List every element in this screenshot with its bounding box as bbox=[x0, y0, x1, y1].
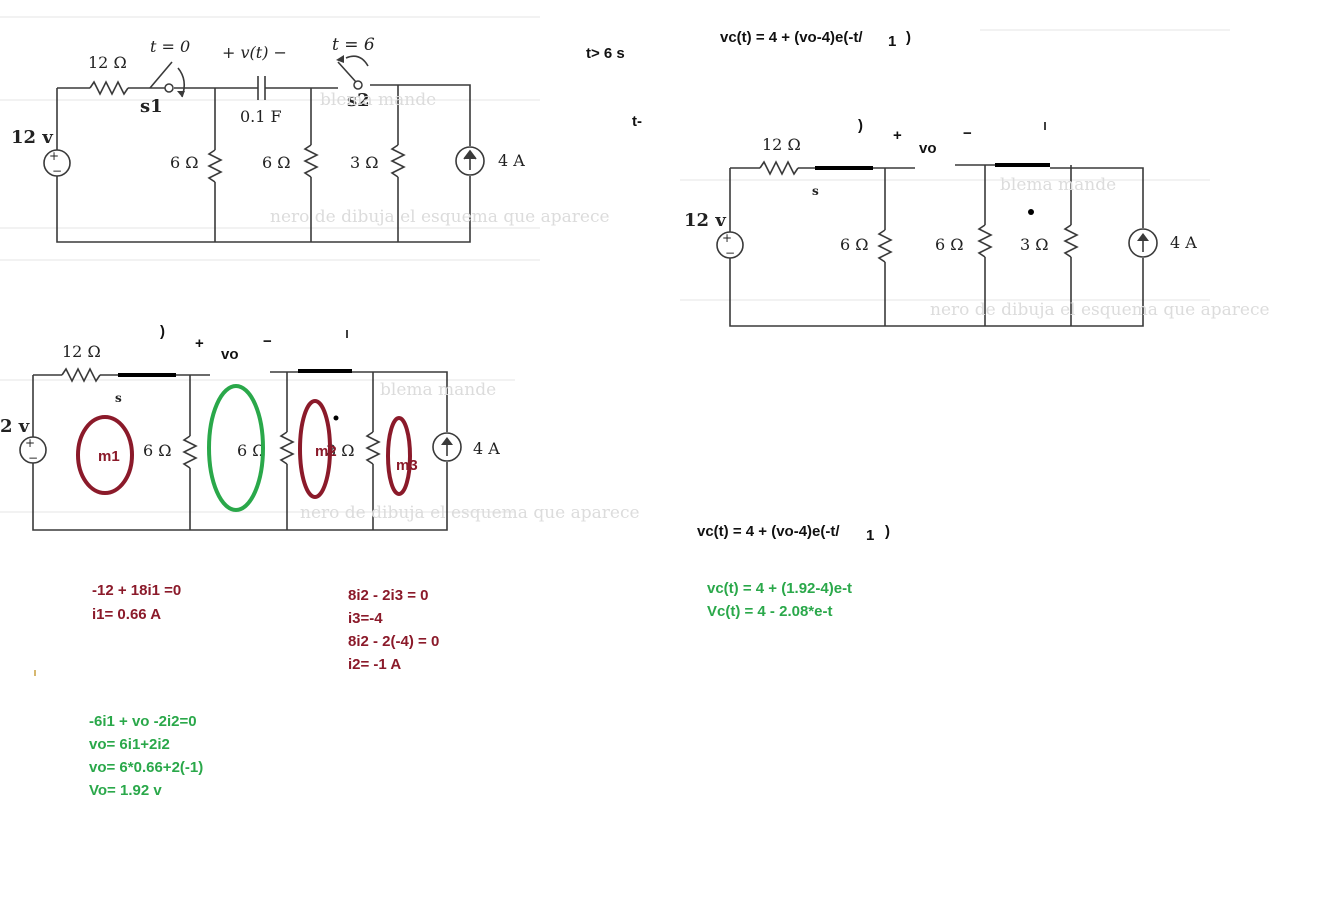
switch2-time: t = 6 bbox=[332, 35, 375, 55]
plus-sign: + bbox=[195, 335, 204, 352]
r3-label: 3 Ω bbox=[326, 441, 355, 460]
eq-vo-line1: -6i1 + vo -2i2=0 bbox=[89, 713, 197, 730]
t-greater-label: t> 6 s bbox=[586, 45, 625, 62]
vc-result-line2: Vc(t) = 4 - 2.08*e-t bbox=[707, 603, 832, 620]
r-series-label: 12 Ω bbox=[88, 53, 127, 72]
formula-top-close: ) bbox=[906, 29, 911, 46]
r-series-label: 12 Ω bbox=[762, 135, 801, 154]
resistor-3-zigzag bbox=[365, 431, 381, 465]
minus-sign: − bbox=[263, 333, 272, 350]
switch1-pivot bbox=[164, 83, 174, 93]
resistor-6b-zigzag bbox=[977, 224, 993, 258]
switch2-label: s2 bbox=[347, 90, 370, 111]
svg-text:+: + bbox=[49, 149, 59, 163]
mesh1-label: m1 bbox=[98, 448, 120, 465]
circuit-bottom: + − 12 Ω s ) + vo − 2 v 6 Ω 6 Ω 3 Ω 4 A … bbox=[0, 323, 640, 531]
source-label: 2 v bbox=[0, 416, 30, 437]
current-source-label: 4 A bbox=[473, 439, 500, 458]
svg-text:+: + bbox=[25, 436, 35, 450]
resistor-6b-zigzag bbox=[279, 431, 295, 465]
eq-mesh1-line2: i1= 0.66 A bbox=[92, 606, 161, 623]
current-source-label: 4 A bbox=[1170, 233, 1197, 252]
resistor-3-zigzag bbox=[1063, 224, 1079, 258]
r3-label: 3 Ω bbox=[1020, 235, 1049, 254]
r3-label: 3 Ω bbox=[350, 153, 379, 172]
eq-mesh23-line4: i2= -1 A bbox=[348, 656, 401, 673]
svg-text:−: − bbox=[28, 451, 38, 465]
current-source-label: 4 A bbox=[498, 151, 525, 170]
formula-top-tau: 1 bbox=[888, 33, 896, 50]
resistor-12-zigzag bbox=[89, 80, 129, 96]
svg-text:nero de dibuja el esquema que: nero de dibuja el esquema que aparece bbox=[930, 300, 1270, 320]
source-label: 12 v bbox=[684, 210, 726, 231]
node-dot bbox=[1028, 209, 1034, 215]
svg-text:−: − bbox=[725, 246, 735, 260]
svg-text:blema mande: blema mande bbox=[1000, 175, 1116, 195]
r2-label: 6 Ω bbox=[237, 441, 266, 460]
mesh-vo-loop bbox=[207, 384, 265, 512]
r1-label: 6 Ω bbox=[143, 441, 172, 460]
r1-label: 6 Ω bbox=[840, 235, 869, 254]
eq-mesh1-line1: -12 + 18i1 =0 bbox=[92, 582, 181, 599]
svg-text:nero de dibuja el esquema que: nero de dibuja el esquema que aparece bbox=[270, 207, 610, 227]
switch1-time: t = 0 bbox=[150, 37, 190, 56]
resistor-12-zigzag bbox=[61, 367, 101, 383]
mesh3-loop bbox=[386, 416, 412, 496]
eq-vo-line4: Vo= 1.92 v bbox=[89, 782, 162, 799]
svg-text:−: − bbox=[52, 164, 62, 178]
equations: -12 + 18i1 =0 i1= 0.66 A 8i2 - 2i3 = 0 i… bbox=[34, 523, 890, 799]
resistor-6a-zigzag bbox=[877, 229, 893, 263]
voltage-source bbox=[43, 149, 71, 177]
vc-result-line1: vc(t) = 4 + (1.92-4)e-t bbox=[707, 580, 852, 597]
voltage-source bbox=[19, 436, 47, 464]
mesh1-loop bbox=[76, 415, 134, 495]
resistor-12-zigzag bbox=[759, 160, 799, 176]
svg-text:+: + bbox=[722, 231, 732, 245]
plus-sign: + bbox=[893, 127, 902, 144]
mesh2-label: m2 bbox=[315, 443, 337, 460]
cap-voltage: + v(t) − bbox=[222, 43, 287, 62]
eq-mesh23-line1: 8i2 - 2i3 = 0 bbox=[348, 587, 428, 604]
vo-label: vo bbox=[221, 346, 239, 363]
switch2-pivot bbox=[353, 80, 363, 90]
vc-formula-close: ) bbox=[885, 523, 890, 540]
formula-top: vc(t) = 4 + (vo-4)e(-t/ bbox=[720, 29, 863, 46]
mesh3-label: m3 bbox=[396, 457, 418, 474]
eq-vo-line3: vo= 6*0.66+2(-1) bbox=[89, 759, 203, 776]
eq-vo-line2: vo= 6i1+2i2 bbox=[89, 736, 170, 753]
resistor-6a-zigzag bbox=[182, 435, 198, 469]
vo-label: vo bbox=[919, 140, 937, 157]
svg-text:nero de dibuja el esquema que: nero de dibuja el esquema que aparece bbox=[300, 503, 640, 523]
r2-label: 6 Ω bbox=[935, 235, 964, 254]
source-label: 12 v bbox=[11, 127, 53, 148]
s-mark: s bbox=[115, 391, 122, 405]
s-mark: s bbox=[812, 184, 819, 198]
faint-background-lines bbox=[0, 16, 1230, 513]
switch1-label: s1 bbox=[140, 96, 163, 117]
mesh2-loop bbox=[298, 399, 332, 499]
paren-mark: ) bbox=[858, 117, 863, 134]
eq-mesh23-line3: 8i2 - 2(-4) = 0 bbox=[348, 633, 439, 650]
r2-label: 6 Ω bbox=[262, 153, 291, 172]
t-minus-label: t- bbox=[632, 113, 642, 130]
svg-text:blema mande: blema mande bbox=[380, 380, 496, 400]
resistor-3-zigzag bbox=[390, 144, 406, 178]
r1-label: 6 Ω bbox=[170, 153, 199, 172]
minus-sign: − bbox=[963, 125, 972, 142]
svg-text:blema mande: blema mande bbox=[320, 90, 436, 110]
resistor-6b-zigzag bbox=[303, 144, 319, 178]
voltage-source bbox=[716, 231, 744, 259]
node-dot bbox=[333, 415, 339, 421]
circuit-top-left: + − 12 Ω t = 0 s1 + v(t) − 0.1 F t = 6 s… bbox=[11, 35, 610, 243]
paren-mark: ) bbox=[160, 323, 165, 340]
cap-value: 0.1 F bbox=[240, 107, 282, 126]
vc-formula-tau: 1 bbox=[866, 527, 874, 544]
resistor-6a-zigzag bbox=[207, 149, 223, 183]
switch2-arrow bbox=[345, 55, 369, 67]
r-series-label: 12 Ω bbox=[62, 342, 101, 361]
eq-mesh23-line2: i3=-4 bbox=[348, 610, 383, 627]
circuit-top-right: t> 6 s t- vc(t) = 4 + (vo-4)e(-t/ 1 ) + … bbox=[586, 29, 1270, 327]
vc-formula: vc(t) = 4 + (vo-4)e(-t/ bbox=[697, 523, 840, 540]
